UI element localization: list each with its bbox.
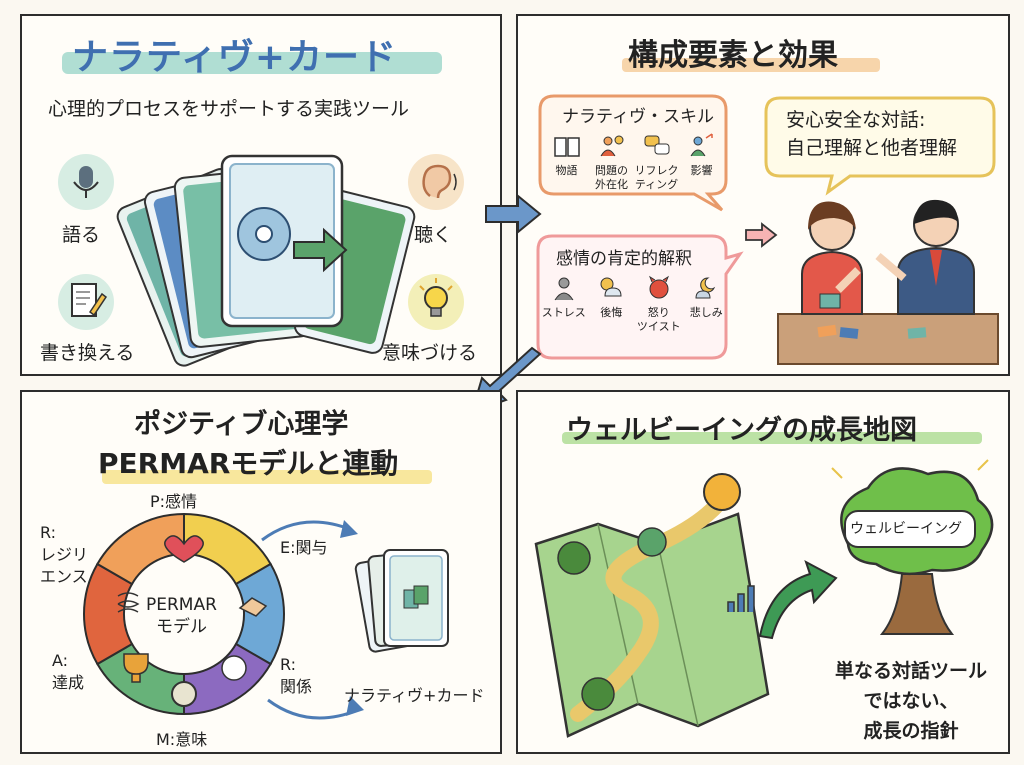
emotion-label: 後悔 [600,306,623,319]
notepad-pencil-icon [58,274,114,330]
panel-growth-map: ウェルビーイングの成長地図 ウェルビーイング 単なる対話ツール ではない、 成長… [516,390,1010,754]
curved-arrow-bottom [267,696,364,720]
emotion-label: ストレス [541,306,586,319]
tree-icon [637,527,667,557]
lightbulb-icon [408,274,464,330]
growth-caption: 単なる対話ツール ではない、 成長の指針 [834,660,987,742]
spring-icon [117,592,140,613]
skill-item: 問題の 外在化 [589,132,634,192]
label-r-relation: R: 関係 [280,655,313,696]
p1-title: ナラティヴ+カード [72,37,398,78]
pink-arrow-icon [745,222,778,248]
skill-label: 影響 [690,164,713,177]
person-gear-icon [600,135,623,157]
handshake-icon [238,597,268,617]
arrow-panel1-to-panel2 [485,193,542,235]
tree-label: ウェルビーイング [850,521,962,537]
p2-title-highlight [622,58,880,72]
skill-item: 影響 [679,132,724,178]
p2-title: 構成要素と効果 [628,38,838,73]
skill-item: リフレク ティング [634,132,679,192]
emotion-item: ストレス [540,274,588,320]
p4-title-highlight [562,432,982,444]
devil-icon [648,275,669,299]
emotion-label: 悲しみ [689,306,723,319]
emotions-row: ストレス 後悔怒り ツイスト悲しみ [540,274,730,354]
panel-components: 構成要素と効果 ナラティヴ・スキル 物語 問題の 外在化リフレク ティング影響 安… [516,14,1010,376]
emotion-item: 怒り ツイスト [635,274,683,334]
wellbeing-tree [831,459,994,635]
skill-label: 問題の 外在化 [595,164,628,191]
p1-title-highlight [62,52,442,74]
compass-icon [171,681,197,707]
speech-bubbles-icon [644,135,669,155]
bar-chart-icon [727,585,755,612]
sun-moon-cloud-icon [695,277,716,299]
p3-title-line1: ポジティブ心理学 [134,409,349,440]
p3-title-line2: PERMARモデルと連動 [98,447,399,480]
emotion-item: 悲しみ [683,274,731,320]
dialog-bubble [764,96,996,196]
permar-center-label: PERMAR モデル [146,595,217,637]
cards-label: ナラティヴ+カード [344,686,485,705]
tree-label-box [844,510,976,548]
trophy-icon [123,653,149,683]
mini-card-stack [354,549,449,653]
emotion-item: 後悔 [588,274,636,320]
label-p: P:感情 [150,492,198,511]
tree-icon [557,541,591,575]
heart-icon [164,535,204,563]
p1-subtitle: 心理的プロセスをサポートする実践ツール [48,98,410,120]
skills-title: ナラティヴ・スキル [562,107,714,127]
skill-label: 物語 [555,164,578,177]
item-rewrite-label: 書き換える [40,342,135,364]
panel-narrative-card: ナラティヴ+カード 心理的プロセスをサポートする実践ツール 語る 書き換える 聴… [20,14,502,376]
skills-bubble [538,94,728,212]
item-speak-label: 語る [62,224,101,246]
emotion-title: 感情の肯定的解釈 [556,249,692,269]
label-r-resilience: R: レジリ エンス [40,523,89,586]
ear-icon [408,154,464,210]
growth-map-illustration [534,473,770,738]
curved-arrow-top [261,520,358,542]
emotion-bubble [536,234,744,360]
sun-cloud-icon [600,277,622,297]
skill-item: 物語 [544,132,589,178]
microphone-icon [58,154,114,210]
emotion-label: 怒り ツイスト [636,306,681,333]
person-arrows-icon [690,133,713,157]
card-stack [116,154,416,367]
group-icon [221,655,247,681]
golden-tree-icon [703,473,741,511]
green-arrow-icon [758,559,838,640]
item-listen-label: 聴く [414,224,453,246]
item-meaning-label: 意味づける [382,342,478,364]
skills-row: 物語 問題の 外在化リフレク ティング影響 [544,132,724,212]
p4-title: ウェルビーイングの成長地図 [566,415,917,446]
skill-label: リフレク ティング [634,164,679,191]
permar-wheel [83,512,285,716]
gray-person-icon [554,277,574,301]
label-m: M:意味 [156,730,208,749]
book-icon [553,137,580,157]
panel-permar: ポジティブ心理学 PERMARモデルと連動 PERMAR モデル P:感情 E:… [20,390,502,754]
p3-title-highlight [102,470,432,484]
dialog-text: 安心安全な対話: 自己理解と他者理解 [786,109,958,159]
label-a: A: 達成 [52,651,85,692]
label-e: E:関与 [280,538,328,557]
tree-icon [581,677,615,711]
two-people-illustration [777,199,999,365]
